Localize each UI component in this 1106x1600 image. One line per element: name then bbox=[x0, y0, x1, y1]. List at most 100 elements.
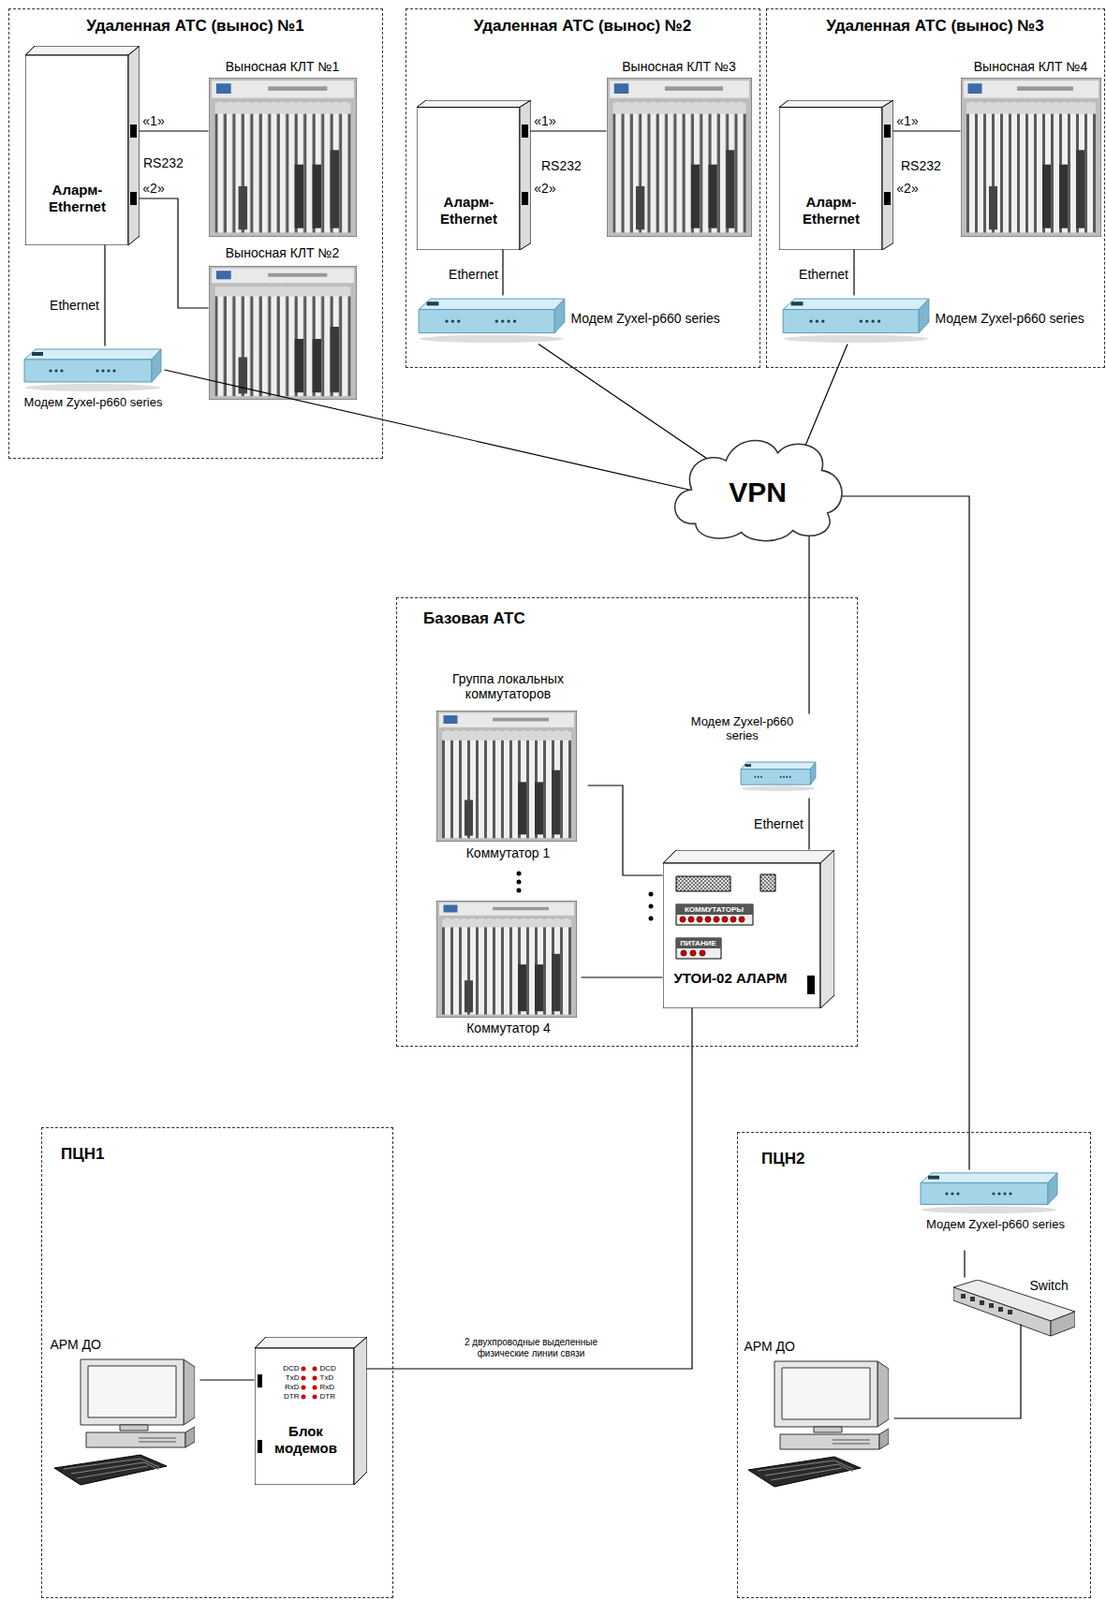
edge-label: «1» bbox=[141, 113, 166, 130]
edge-label: «1» bbox=[532, 113, 558, 130]
connector bbox=[894, 1325, 1022, 1420]
connector bbox=[501, 250, 503, 296]
alarm-unit-drawing bbox=[25, 45, 140, 246]
modem-drawing bbox=[24, 349, 162, 392]
device-label: Модем Zyxel-p660 series bbox=[935, 310, 1097, 327]
cloud-shape bbox=[675, 441, 842, 542]
signal-name: RxD bbox=[320, 1383, 349, 1393]
edge-label: 2 двухпроводные выделенные физические ли… bbox=[442, 1337, 620, 1360]
remote-line-unit: Выносная КЛТ №1 bbox=[208, 58, 357, 237]
monitoring-post: ПЦН2Модем Zyxel-p660 seriesSwitchАРМ ДО bbox=[737, 1132, 1092, 1599]
rack-drawing bbox=[208, 265, 357, 400]
device-label: Модем Zyxel-p660 series bbox=[918, 1217, 1074, 1233]
connector bbox=[530, 130, 607, 132]
monitoring-post: ПЦН1АРМ ДОDCDTxDRxDDTRDCDTxDRxDDTRБлок м… bbox=[41, 1127, 394, 1599]
connector bbox=[164, 369, 698, 492]
remote-line-unit: Выносная КЛТ №4 bbox=[960, 58, 1102, 237]
device-label: Выносная КЛТ №2 bbox=[208, 245, 357, 262]
group-title: Удаленная АТС (вынос) №2 bbox=[406, 16, 759, 36]
signal-name: DCD bbox=[320, 1364, 349, 1374]
vpn-cloud: VPN bbox=[696, 468, 819, 520]
interface-label: «2» bbox=[895, 180, 920, 197]
device-label: Модем Zyxel-p660 series bbox=[22, 395, 165, 411]
remote-line-unit: Выносная КЛТ №2 bbox=[208, 245, 357, 400]
device-label: АРМ ДО bbox=[744, 1339, 829, 1356]
rack-drawing bbox=[208, 77, 357, 237]
device-label: Модем Zyxel-p660 series bbox=[571, 310, 745, 327]
modem-drawing bbox=[782, 298, 930, 343]
modem-block-drawing bbox=[254, 1337, 368, 1486]
site-boundary: Удаленная АТС (вынос) №2Аларм-EthernetВы… bbox=[405, 8, 761, 369]
connector bbox=[808, 519, 810, 715]
device-label: Коммутатор 1 bbox=[428, 845, 589, 862]
continuation-dots bbox=[516, 871, 654, 922]
group-title: ПЦН1 bbox=[60, 1145, 202, 1165]
edge-label: Ethernet bbox=[41, 297, 100, 314]
connector bbox=[893, 130, 961, 132]
rs232-port bbox=[884, 124, 891, 138]
interface-label: RS232 bbox=[900, 158, 948, 175]
panel-plate-label: ПИТАНИЕ bbox=[676, 938, 722, 949]
alarm-unit-drawing bbox=[416, 100, 531, 251]
cloud-label: VPN bbox=[696, 475, 819, 510]
device-label: Аларм-Ethernet bbox=[420, 193, 518, 228]
device-label: Модем Zyxel-p660 series bbox=[681, 714, 804, 744]
edge-label: «1» bbox=[895, 113, 920, 130]
device-label: Аларм-Ethernet bbox=[29, 181, 127, 216]
device-label: УТОИ-02 АЛАРМ bbox=[674, 970, 806, 988]
switch-rack: Коммутатор 4 bbox=[436, 900, 582, 1040]
workstation: АРМ ДО bbox=[744, 1339, 895, 1494]
panel-plate-label: КОММУТАТОРЫ bbox=[676, 904, 753, 915]
rack-drawing bbox=[960, 77, 1102, 237]
signal-name: RxD bbox=[275, 1383, 300, 1393]
connector bbox=[367, 1008, 694, 1371]
edge-label: Ethernet bbox=[438, 266, 499, 283]
signal-name: TxD bbox=[275, 1373, 300, 1384]
modem: Модем Zyxel-p660 series bbox=[416, 295, 756, 345]
utoi-drawing bbox=[663, 850, 835, 1009]
device-label: Выносная КЛТ №4 bbox=[960, 58, 1102, 75]
connector bbox=[808, 798, 810, 851]
modem: Модем Zyxel-p660 series bbox=[22, 346, 165, 436]
connector bbox=[588, 785, 664, 876]
network-switch: Switch bbox=[953, 1278, 1080, 1326]
computer-drawing bbox=[748, 1361, 889, 1488]
modem: Модем Zyxel-p660 series bbox=[681, 714, 818, 799]
edge-label: «2» bbox=[141, 180, 166, 197]
modem-drawing bbox=[920, 1173, 1058, 1214]
connector bbox=[853, 250, 855, 296]
edge-label: Ethernet bbox=[741, 816, 804, 833]
connector bbox=[139, 130, 209, 132]
modem: Модем Zyxel-p660 series bbox=[918, 1170, 1074, 1252]
interface-label: RS232 bbox=[143, 155, 191, 172]
connector-layer bbox=[104, 131, 1021, 1419]
connector bbox=[103, 245, 105, 347]
rs232-port bbox=[521, 191, 529, 206]
site-boundary: Удаленная АТС (вынос) №3Аларм-EthernetВы… bbox=[766, 8, 1106, 369]
rs232-port bbox=[521, 124, 529, 138]
alarm-controller: КОММУТАТОРЫ ПИТАНИЕ УТОИ-02 АЛАРМ bbox=[663, 850, 835, 1009]
alarm-ethernet-unit: Аларм-Ethernet bbox=[25, 45, 140, 246]
rack-drawing bbox=[606, 77, 753, 237]
connector bbox=[581, 976, 664, 978]
signal-name: DTR bbox=[275, 1392, 300, 1402]
connector bbox=[200, 1379, 255, 1381]
group-title: Удаленная АТС (вынос) №3 bbox=[766, 16, 1104, 36]
connector bbox=[538, 344, 722, 470]
device-label: Коммутатор 4 bbox=[436, 1020, 582, 1037]
device-label: Блок модемов bbox=[260, 1423, 353, 1458]
modem-block: DCDTxDRxDDTRDCDTxDRxDDTRБлок модемов bbox=[254, 1337, 368, 1486]
device-label: Switch bbox=[1030, 1278, 1077, 1295]
modem-drawing bbox=[418, 298, 565, 343]
device-label: АРМ ДО bbox=[50, 1337, 135, 1354]
rack-drawing bbox=[436, 900, 577, 1018]
equipment-illustrations bbox=[24, 45, 1102, 1488]
rack-drawing bbox=[436, 710, 577, 842]
edge-label: Ethernet bbox=[788, 266, 849, 283]
workstation: АРМ ДО bbox=[50, 1337, 201, 1492]
group-title: Удаленная АТС (вынос) №1 bbox=[9, 16, 382, 36]
